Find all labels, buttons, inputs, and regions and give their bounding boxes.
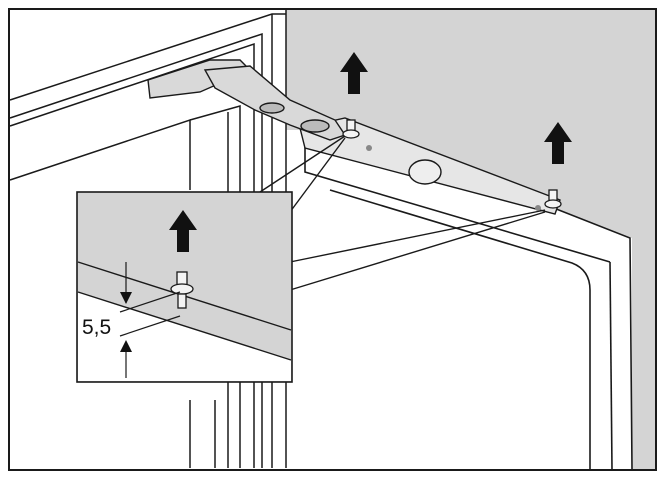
screw-hole — [366, 145, 372, 151]
callout-lines — [259, 135, 546, 291]
screw-hole — [535, 205, 541, 211]
detail-inset: 5,5 — [76, 191, 293, 383]
hinge-icon — [147, 59, 347, 141]
hinge-knob — [408, 159, 442, 185]
dimension-label: 5,5 — [82, 316, 111, 339]
grey-wall — [286, 10, 655, 469]
screw-icon — [170, 271, 194, 309]
dimension-arrow-icon — [120, 292, 132, 304]
dimension-arrow-icon — [120, 340, 132, 352]
screw-icon — [342, 119, 562, 209]
